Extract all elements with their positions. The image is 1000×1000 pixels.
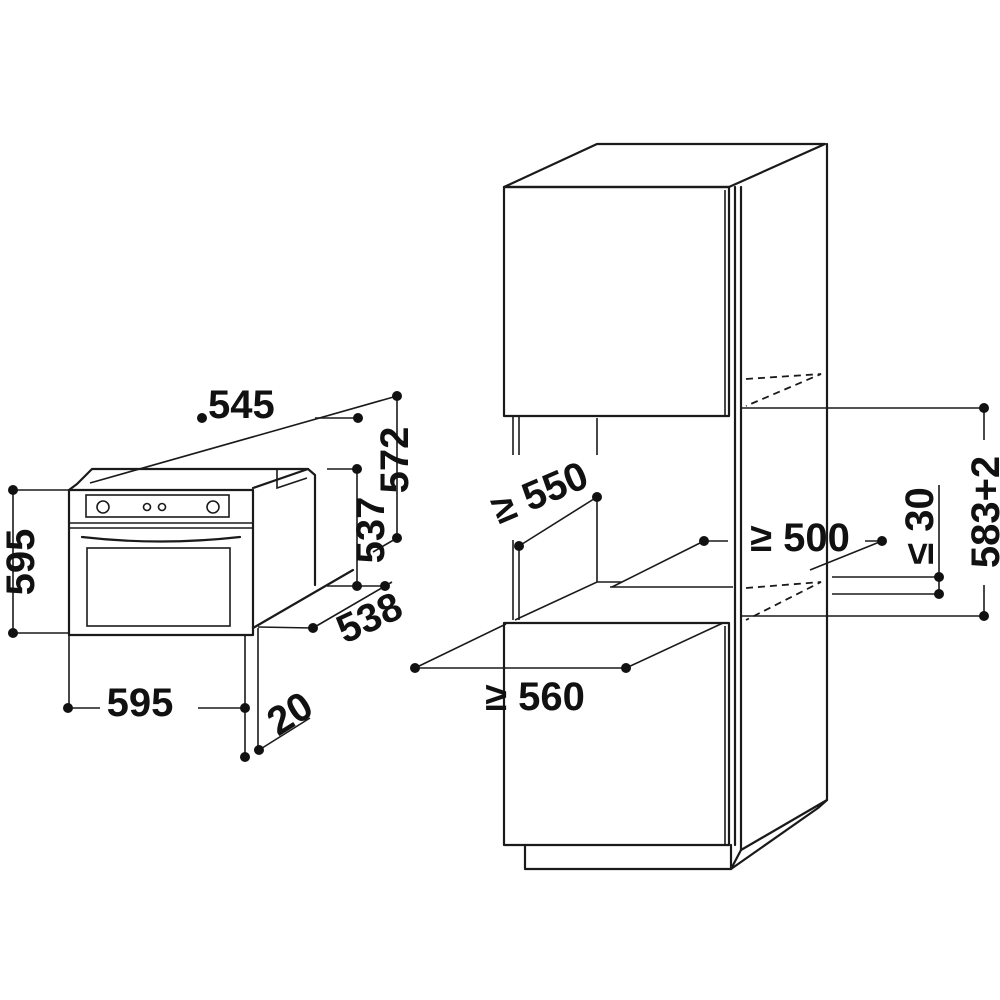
dim-niche-depth: ≥ 550 [485,453,594,533]
dim-niche-width: ≥ 560 [485,675,585,719]
dim-oven-body-depth: 538 [330,584,409,652]
dim-oven-depth-total: 572 [373,427,417,494]
dim-oven-width: 595 [107,681,174,725]
cabinet-dimensions [410,403,989,673]
dim-oven-height: 595 [0,529,43,596]
button-icon [142,502,152,512]
oven-window [86,547,231,627]
oven-dimensions [8,391,402,762]
knob-icon [206,500,220,514]
oven-drawing [67,467,355,637]
dim-oven-front-thickness: 20 [260,684,321,745]
dim-niche-height: 583+2 [964,456,1000,568]
cabinet-drawing [502,142,829,871]
door-handle [80,535,242,543]
knob-icon [96,500,110,514]
dim-min-depth: ≥ 500 [750,516,850,560]
upper-cabinet-door [502,185,731,418]
dim-oven-depth-top: 545 [208,383,275,427]
lower-cabinet-door [502,621,731,847]
button-icon [157,502,167,512]
dim-oven-inner-height: 537 [349,497,393,564]
dim-max-gap: ≤ 30 [898,487,942,565]
